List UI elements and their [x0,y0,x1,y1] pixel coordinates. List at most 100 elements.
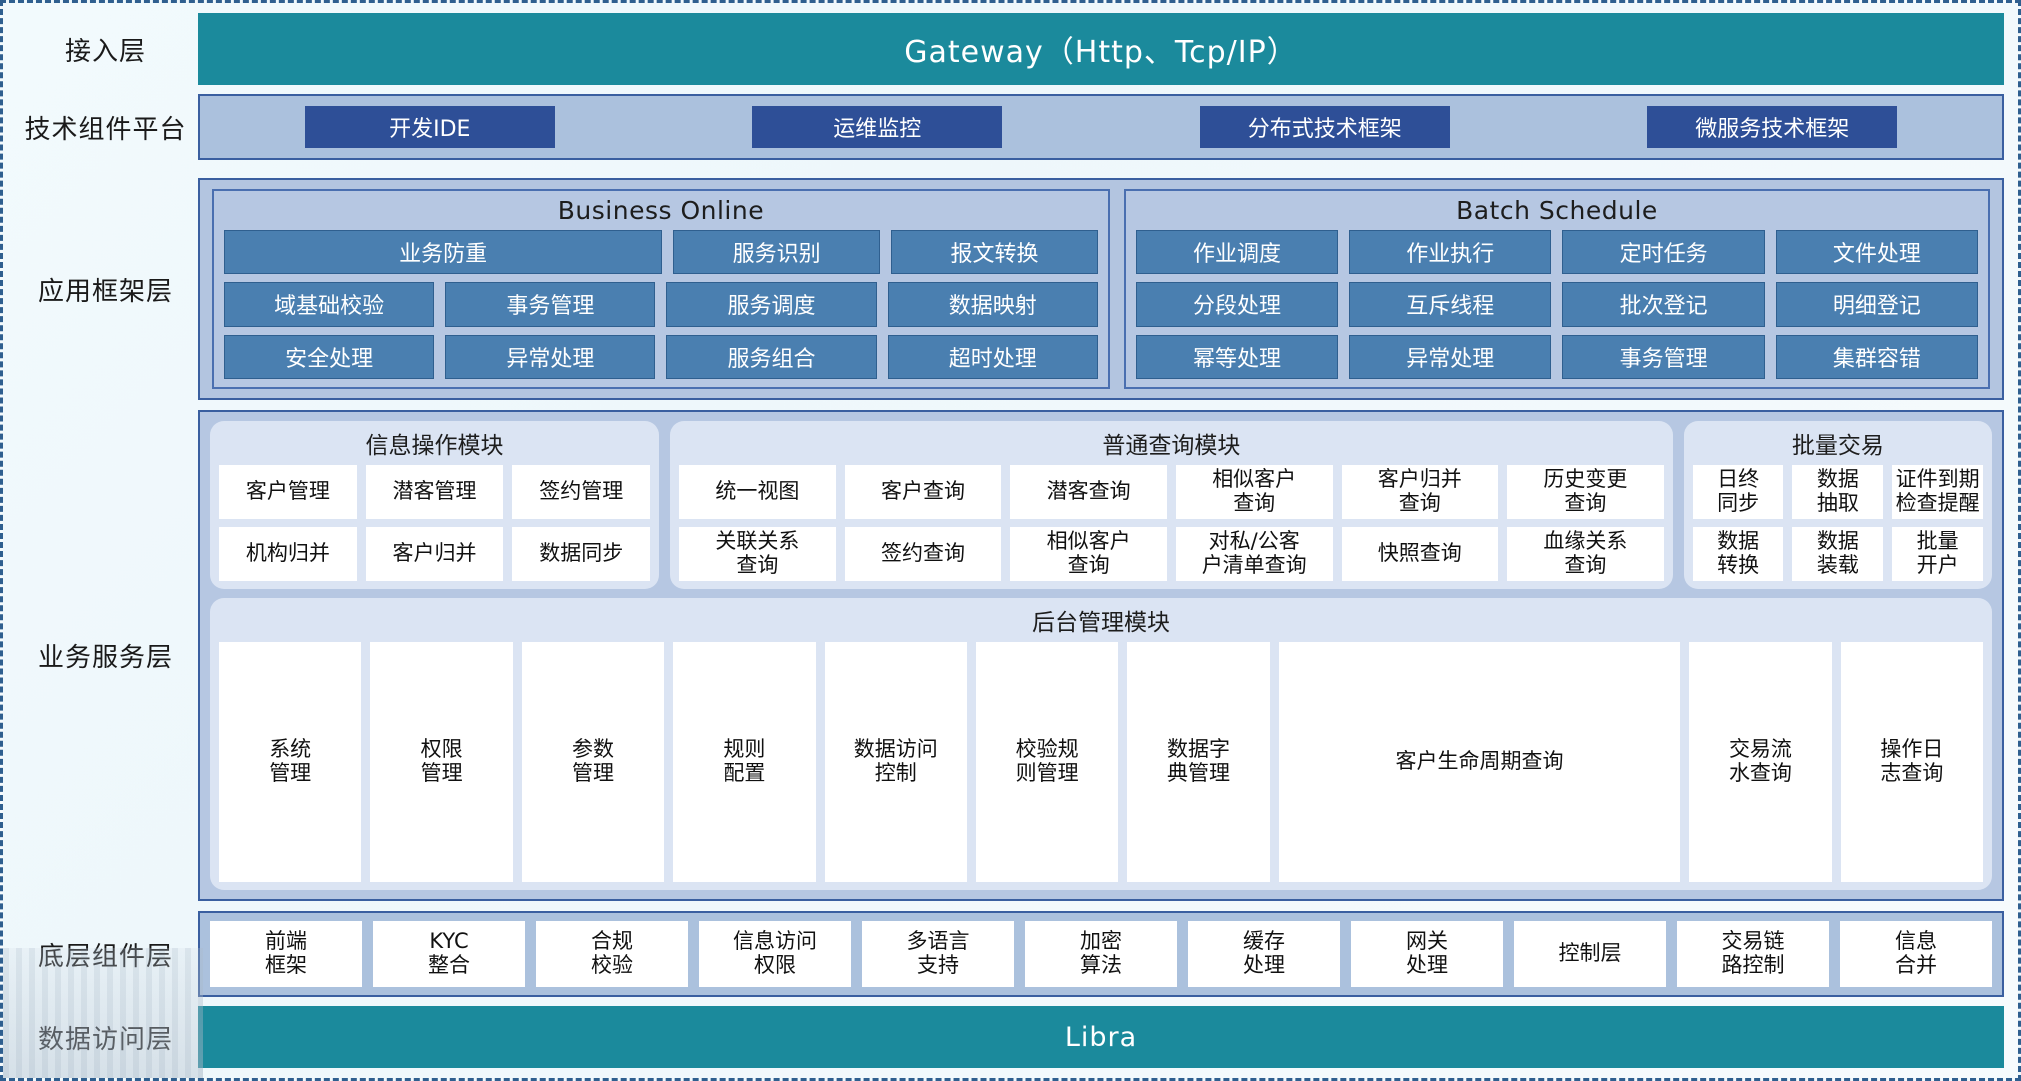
framework-chip[interactable]: 服务调度 [666,282,877,327]
module-item[interactable]: 相似客户 查询 [1010,527,1167,581]
business-modules-bottom: 后台管理模块系统 管理权限 管理参数 管理规则 配置数据访问 控制校验规 则管理… [210,598,1992,890]
framework-chip[interactable]: 域基础校验 [224,282,435,327]
module-item[interactable]: 历史变更 查询 [1507,465,1664,519]
base-component-item[interactable]: 合规 校验 [536,921,688,987]
module-item[interactable]: 校验规 则管理 [975,642,1119,882]
module-title: 后台管理模块 [1032,610,1170,636]
module-item[interactable]: 系统 管理 [219,642,362,882]
framework-chip[interactable]: 报文转换 [891,230,1098,275]
layer-label-app-framework: 应用框架层 [37,276,173,307]
module-item[interactable]: 血缘关系 查询 [1507,527,1664,581]
tech-chip[interactable]: 微服务技术框架 [1647,106,1898,148]
module-item[interactable]: 数据字 典管理 [1127,642,1270,882]
framework-chip[interactable]: 文件处理 [1775,230,1978,275]
module-item[interactable]: 签约查询 [844,527,1002,581]
business-modules-top: 信息操作模块客户管理潜客管理签约管理机构归并客户归并数据同步普通查询模块统一视图… [210,421,1992,589]
module-item[interactable]: 潜客管理 [365,465,504,519]
framework-chip[interactable]: 事务管理 [1562,334,1765,379]
base-component-item[interactable]: 信息 合并 [1840,921,1992,987]
framework-chip[interactable]: 集群容错 [1775,334,1978,379]
framework-chip[interactable]: 业务防重 [224,230,663,275]
base-component-item[interactable]: 控制层 [1514,921,1666,987]
framework-chip[interactable]: 异常处理 [445,334,656,379]
tech-chip[interactable]: 运维监控 [752,106,1003,148]
tech-chip[interactable]: 分布式技术框架 [1199,106,1450,148]
module-row: 系统 管理权限 管理参数 管理规则 配置数据访问 控制校验规 则管理数据字 典管… [219,642,1984,882]
module-item[interactable]: 数据访问 控制 [824,642,967,882]
module-grid: 系统 管理权限 管理参数 管理规则 配置数据访问 控制校验规 则管理数据字 典管… [219,642,1984,882]
framework-chip[interactable]: 服务组合 [666,334,877,379]
libra-bar[interactable]: Libra [198,1006,2004,1068]
group-title: Batch Schedule [1456,196,1658,225]
framework-chip[interactable]: 定时任务 [1562,230,1765,275]
framework-chip[interactable]: 互斥线程 [1349,282,1552,327]
framework-chip[interactable]: 作业调度 [1135,230,1339,275]
module-item[interactable]: 数据 装载 [1792,527,1884,581]
module-item[interactable]: 客户管理 [219,465,357,519]
base-component-item[interactable]: 多语言 支持 [862,921,1014,987]
module-item[interactable]: 相似客户 查询 [1175,465,1333,519]
module-item[interactable]: 参数 管理 [521,642,665,882]
module-item[interactable]: 权限 管理 [370,642,513,882]
module-item[interactable]: 客户归并 查询 [1341,465,1499,519]
framework-chip[interactable]: 超时处理 [887,334,1098,379]
business-module: 信息操作模块客户管理潜客管理签约管理机构归并客户归并数据同步 [210,421,660,589]
module-title: 批量交易 [1791,433,1884,459]
module-item[interactable]: 数据 转换 [1692,527,1784,581]
module-item[interactable]: 关联关系 查询 [679,527,836,581]
module-item[interactable]: 操作日 志查询 [1840,642,1984,882]
layer-label-data-access: 数据访问层 [37,1024,173,1055]
module-row: 客户管理潜客管理签约管理 [219,465,651,519]
module-item[interactable]: 快照查询 [1341,527,1499,581]
base-component-item[interactable]: 缓存 处理 [1188,921,1340,987]
module-item[interactable]: 批量 开户 [1892,527,1984,581]
module-item[interactable]: 数据同步 [512,527,651,581]
base-component-item[interactable]: 网关 处理 [1351,921,1503,987]
framework-chip[interactable]: 幂等处理 [1135,334,1339,379]
base-component-item[interactable]: 前端 框架 [210,921,362,987]
module-grid: 日终 同步数据 抽取证件到期 检查提醒数据 转换数据 装载批量 开户 [1692,465,1984,581]
module-item[interactable]: 交易流 水查询 [1689,642,1832,882]
layer-body-tech-platform: 开发IDE 运维监控 分布式技术框架 微服务技术框架 [198,94,2004,160]
base-component-item[interactable]: KYC 整合 [373,921,525,987]
module-title: 信息操作模块 [365,433,504,459]
tech-chip[interactable]: 开发IDE [304,106,555,148]
group-row: 幂等处理异常处理事务管理集群容错 [1135,334,1978,379]
base-component-item[interactable]: 交易链 路控制 [1677,921,1829,987]
framework-chip[interactable]: 批次登记 [1562,282,1765,327]
module-item[interactable]: 数据 抽取 [1792,465,1884,519]
module-item[interactable]: 潜客查询 [1010,465,1167,519]
module-item[interactable]: 客户归并 [365,527,504,581]
base-component-item[interactable]: 加密 算法 [1025,921,1177,987]
gateway-bar[interactable]: Gateway（Http、Tcp/IP） [198,13,2004,85]
framework-chip[interactable]: 数据映射 [887,282,1098,327]
module-item[interactable]: 机构归并 [219,527,357,581]
module-item[interactable]: 签约管理 [512,465,651,519]
framework-chip[interactable]: 服务识别 [673,230,881,275]
base-component-item[interactable]: 信息访问 权限 [699,921,851,987]
framework-chip[interactable]: 事务管理 [445,282,656,327]
module-item[interactable]: 统一视图 [679,465,836,519]
module-item[interactable]: 客户查询 [844,465,1002,519]
layer-access: 接入层 Gateway（Http、Tcp/IP） [13,13,2004,85]
module-row: 关联关系 查询签约查询相似客户 查询对私/公客 户清单查询快照查询血缘关系 查询 [679,527,1664,581]
framework-chip[interactable]: 明细登记 [1775,282,1978,327]
business-module: 批量交易日终 同步数据 抽取证件到期 检查提醒数据 转换数据 装载批量 开户 [1683,421,1992,589]
module-title: 普通查询模块 [1102,433,1241,459]
group-grid: 作业调度作业执行定时任务文件处理分段处理互斥线程批次登记明细登记幂等处理异常处理… [1135,230,1978,379]
layer-data-access: 数据访问层 Libra [13,1006,2004,1068]
module-item[interactable]: 证件到期 检查提醒 [1892,465,1984,519]
framework-chip[interactable]: 作业执行 [1349,230,1552,275]
module-item[interactable]: 对私/公客 户清单查询 [1175,527,1333,581]
module-item[interactable]: 客户生命周期查询 [1278,642,1681,882]
framework-chip[interactable]: 分段处理 [1135,282,1339,327]
group-row: 作业调度作业执行定时任务文件处理 [1135,230,1978,275]
layer-label-business-service: 业务服务层 [37,643,173,673]
module-row: 统一视图客户查询潜客查询相似客户 查询客户归并 查询历史变更 查询 [679,465,1664,519]
layer-body-access: Gateway（Http、Tcp/IP） [198,13,2004,85]
module-item[interactable]: 日终 同步 [1692,465,1784,519]
module-item[interactable]: 规则 配置 [673,642,816,882]
framework-chip[interactable]: 异常处理 [1349,334,1552,379]
framework-chip[interactable]: 安全处理 [224,334,435,379]
